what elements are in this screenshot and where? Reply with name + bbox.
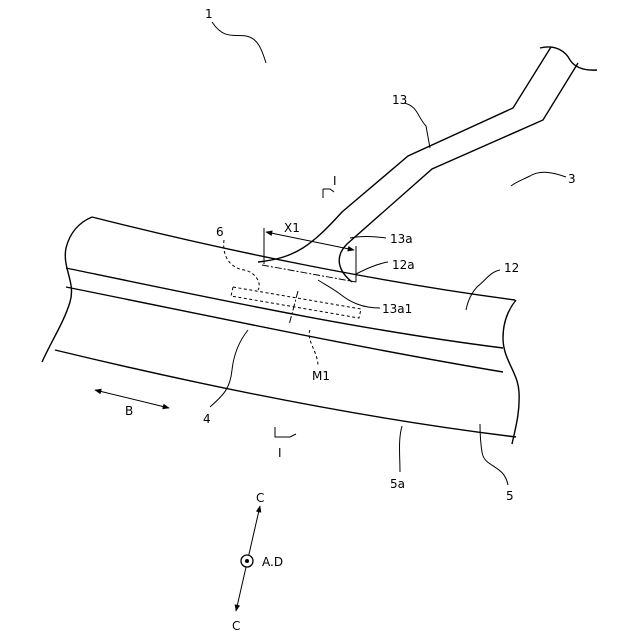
label-ref-13: 13 [392,93,407,107]
leader-12a [356,262,388,274]
leader-1 [212,22,266,63]
label-dir-c-top: C [256,491,264,505]
label-dir-c-bottom: C [232,619,240,633]
axis-symbol-dot [245,559,249,563]
section-marker-top [323,189,334,198]
leader-13a [350,237,386,239]
rim-upper-edge [92,217,515,300]
leader-3 [511,172,566,186]
hidden-rect-6 [231,287,361,318]
centerline-M1 [289,291,298,325]
label-axis-ad: A.D [262,555,283,569]
rim-lower-edge-5a [55,350,516,437]
label-section-i-top: I [333,174,337,188]
centerline-12a [262,265,356,282]
label-dir-b: B [125,404,133,418]
rim-line-2 [66,268,503,348]
label-ref-13a1: 13a1 [382,302,412,316]
label-ref-5: 5 [506,489,514,503]
label-ref-13a: 13a [390,232,413,246]
label-ref-12a: 12a [392,258,415,272]
label-ref-6: 6 [216,225,224,239]
rim-body [42,217,519,444]
leader-12 [466,270,500,310]
right-break-line [503,300,519,444]
label-ref-4: 4 [203,412,211,426]
leader-13a1 [318,280,380,308]
left-break-line [42,217,92,362]
leader-4 [210,330,248,407]
label-ref-1: 1 [205,7,213,21]
spoke-left-edge [258,47,551,262]
label-ref-5a: 5a [390,477,405,491]
section-marker-bottom [275,427,296,437]
label-dim-x1: X1 [284,221,300,235]
label-ref-m1: M1 [312,369,330,383]
spoke-13 [258,47,597,282]
rim-line-3 [66,287,503,372]
leader-13 [404,103,430,148]
leader-5a [400,426,403,472]
label-ref-12: 12 [504,261,519,275]
leader-6 [224,240,260,290]
leader-M1 [309,330,318,366]
label-section-i-bottom: I [278,446,282,460]
label-ref-3: 3 [568,172,576,186]
